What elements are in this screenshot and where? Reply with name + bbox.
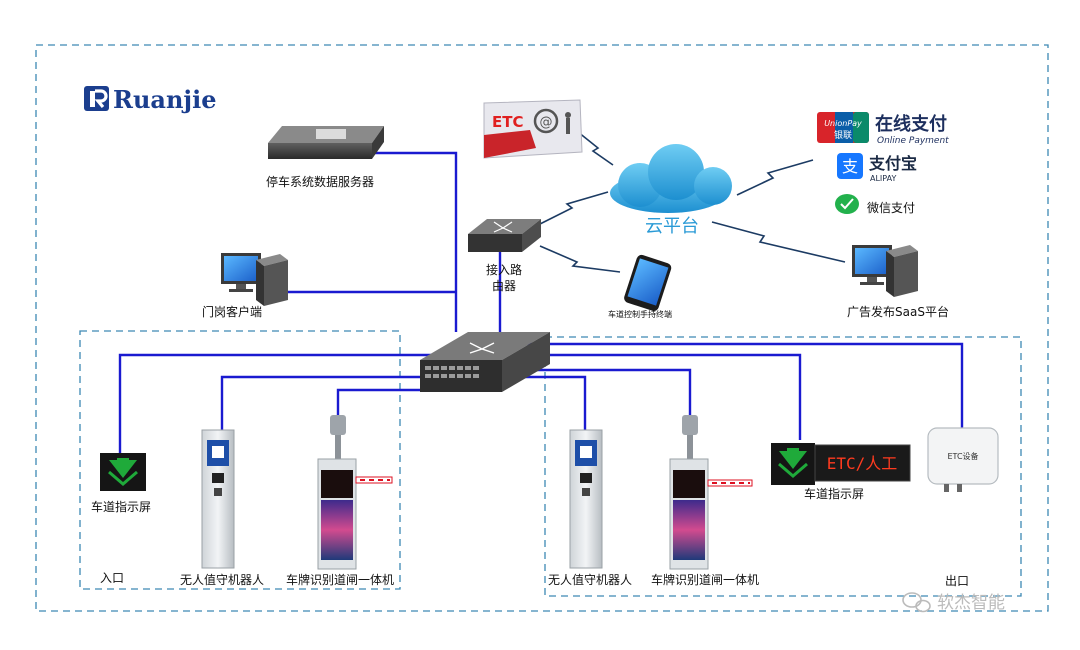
etc-led-sign — [814, 444, 911, 482]
parking-server: 停车系统数据服务器 — [266, 126, 384, 189]
watermark-text: 软杰智能 — [937, 593, 1005, 613]
link-lane-screen-out — [528, 353, 802, 440]
exit-zone-border — [544, 336, 1022, 597]
etc-led-text: ETC/人工 — [827, 454, 898, 473]
wireless-payments-cloud — [736, 159, 814, 196]
entry-gate-unit: 车牌识别道闸一体机 — [286, 415, 394, 587]
wireless-etc-cloud — [577, 131, 614, 166]
link-robot-out — [505, 375, 587, 430]
svg-text:银联: 银联 — [834, 129, 852, 141]
exit-robot: 无人值守机器人 — [548, 429, 632, 587]
link-gate-out — [520, 368, 692, 417]
robot-in-label: 无人值守机器人 — [180, 572, 264, 587]
exit-zone-label: 出口 — [945, 574, 969, 588]
access-router: 接入路 由器 — [468, 219, 541, 293]
handheld-terminal: 车道控制手持终端 — [608, 254, 672, 319]
guard-client-label: 门岗客户端 — [202, 304, 262, 319]
alipay-en: ALIPAY — [870, 174, 896, 183]
pc-tower-icon — [256, 254, 288, 266]
gate-in-label: 车牌识别道闸一体机 — [286, 572, 394, 587]
router-label-line1: 接入路 — [486, 262, 522, 277]
exit-gate-unit: 车牌识别道闸一体机 — [651, 415, 759, 587]
link-robot-in — [220, 375, 455, 430]
ruanjie-logo: Ruanjie — [84, 85, 216, 114]
etc-reader-icon — [927, 427, 999, 485]
svg-text:@: @ — [540, 115, 553, 130]
alipay-icon: 支 — [837, 153, 863, 179]
lane-screen-in-label: 车道指示屏 — [91, 499, 151, 514]
gate-out-label: 车牌识别道闸一体机 — [651, 572, 759, 587]
etc-device: ETC设备 — [927, 427, 999, 492]
router-label-line2: 由器 — [492, 279, 516, 293]
wechat-pay-icon — [835, 194, 859, 214]
watermark: 软杰智能 — [902, 592, 1005, 613]
wechat-pay-label: 微信支付 — [867, 201, 915, 215]
etc-card: ETC @ — [483, 99, 583, 159]
etc-device-label: ETC设备 — [947, 451, 978, 461]
wired-links — [118, 151, 964, 453]
entry-zone-border — [79, 330, 401, 590]
saas-platform: 广告发布SaaS平台 — [847, 245, 949, 319]
online-payment-cn: 在线支付 — [875, 113, 947, 135]
saas-tower-icon — [886, 245, 918, 257]
barrier-gate-icon-out — [669, 415, 753, 570]
payment-providers: UnionPay 银联 在线支付 Online Payment 支 支付宝 AL… — [817, 112, 949, 215]
wireless-links — [537, 131, 846, 273]
robot-out-label: 无人值守机器人 — [548, 572, 632, 587]
link-server-switch — [372, 151, 458, 332]
svg-text:UnionPay: UnionPay — [824, 119, 862, 128]
parking-server-label: 停车系统数据服务器 — [266, 174, 374, 189]
cloud-label: 云平台 — [645, 216, 699, 237]
exit-lane-screen: ETC/人工 车道指示屏 — [771, 443, 911, 501]
svg-text:支: 支 — [842, 157, 858, 176]
cloud-icon — [610, 144, 732, 213]
lane-screen-out-label: 车道指示屏 — [804, 486, 864, 501]
wechat-watermark-icon — [902, 592, 931, 613]
link-lane-screen-in — [118, 353, 438, 453]
handheld-label: 车道控制手持终端 — [608, 309, 672, 319]
barrier-gate-icon — [317, 415, 393, 570]
wireless-cloud-saas — [711, 221, 846, 263]
unionpay-logo: UnionPay 银联 — [817, 112, 869, 143]
etc-card-text: ETC — [492, 113, 524, 131]
link-gate-in — [336, 388, 470, 415]
alipay-cn: 支付宝 — [868, 154, 917, 173]
guard-client: 门岗客户端 — [202, 253, 288, 319]
saas-label: 广告发布SaaS平台 — [847, 304, 949, 319]
outer-zone-border — [35, 44, 1049, 612]
entry-lane-screen: 车道指示屏 — [91, 453, 151, 514]
wireless-router-cloud — [537, 191, 609, 226]
online-payment-en: Online Payment — [877, 136, 949, 146]
smartphone-icon — [624, 254, 672, 311]
link-etc-device — [520, 342, 964, 428]
switch-icon — [420, 332, 550, 360]
core-switch — [420, 332, 550, 392]
entry-robot: 无人值守机器人 — [180, 429, 264, 587]
cloud-platform: 云平台 — [610, 144, 732, 237]
brand-name: Ruanjie — [113, 85, 216, 114]
entry-zone-label: 入口 — [100, 571, 124, 585]
wireless-router-handheld — [539, 245, 621, 273]
